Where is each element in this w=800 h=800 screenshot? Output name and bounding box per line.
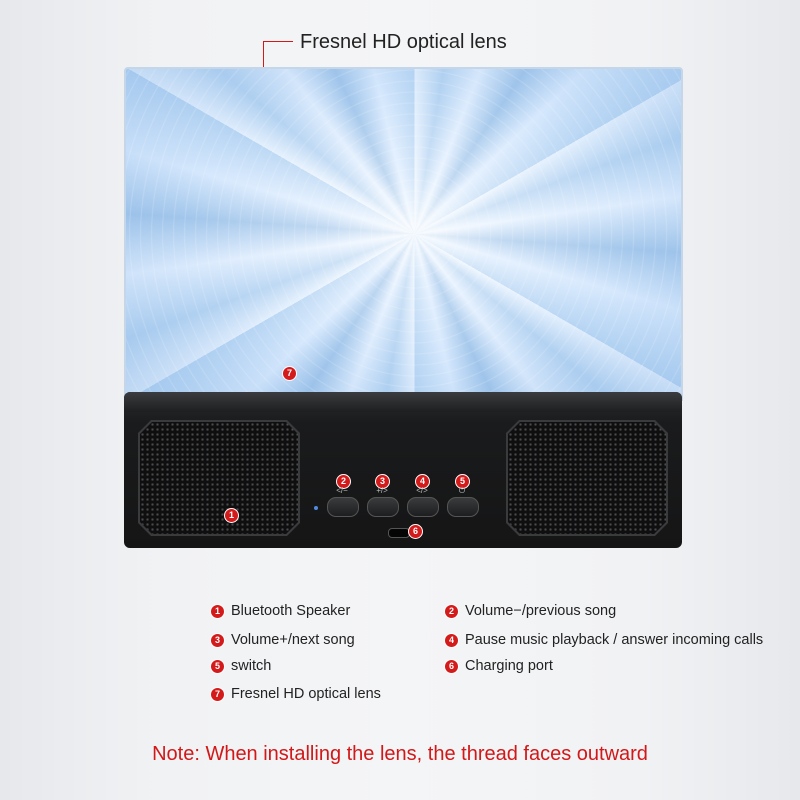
- legend-item-4: 4 Pause music playback / answer incoming …: [444, 632, 763, 648]
- legend-marker: 2: [444, 603, 459, 619]
- legend-item-6: 6 Charging port: [444, 658, 553, 674]
- installation-note: Note: When installing the lens, the thre…: [152, 743, 648, 765]
- right-speaker-grille: [508, 422, 666, 534]
- legend-marker: 1: [210, 603, 225, 619]
- fresnel-lens: [124, 67, 683, 401]
- legend-text: Volume+/next song: [231, 632, 355, 648]
- legend-marker: 7: [210, 686, 225, 702]
- legend-text: switch: [231, 658, 272, 674]
- legend-text: Bluetooth Speaker: [231, 603, 351, 619]
- base-top-edge: [124, 392, 682, 412]
- lens-rings: [126, 69, 681, 399]
- play-pause-button[interactable]: [407, 497, 439, 517]
- lens-glow: [126, 69, 681, 399]
- volume-up-button[interactable]: [367, 497, 399, 517]
- button-2-symbol: </−: [336, 486, 348, 495]
- marker-7: 7: [282, 366, 297, 381]
- header-label: Fresnel HD optical lens: [300, 31, 507, 53]
- marker-5: 5: [455, 474, 470, 489]
- legend-item-3: 3 Volume+/next song: [210, 632, 355, 648]
- button-4-symbol: </>: [416, 486, 428, 495]
- power-button[interactable]: [447, 497, 479, 517]
- power-icon: ⏻: [458, 486, 466, 495]
- legend-text: Charging port: [465, 658, 553, 674]
- legend-item-5: 5 switch: [210, 658, 271, 674]
- legend-text: Pause music playback / answer incoming c…: [465, 632, 764, 648]
- marker-6: 6: [408, 524, 423, 539]
- legend-text: Volume−/previous song: [465, 603, 617, 619]
- marker-2: 2: [336, 474, 351, 489]
- charging-port[interactable]: [388, 528, 410, 538]
- callout-line-horizontal: [263, 41, 293, 42]
- legend-item-1: 1 Bluetooth Speaker: [210, 603, 350, 619]
- marker-3: 3: [375, 474, 390, 489]
- legend-marker: 6: [444, 658, 459, 674]
- legend-text: Fresnel HD optical lens: [231, 686, 381, 702]
- volume-down-button[interactable]: [327, 497, 359, 517]
- legend-item-7: 7 Fresnel HD optical lens: [210, 686, 381, 702]
- legend-marker: 4: [444, 632, 459, 648]
- legend-item-2: 2 Volume−/previous song: [444, 603, 616, 619]
- marker-1: 1: [224, 508, 239, 523]
- left-speaker-grille: [140, 422, 298, 534]
- button-3-symbol: +/>: [376, 486, 388, 495]
- speaker-base: 1 2 </− 3 +/> 4 </> 5 ⏻ 6: [124, 392, 682, 548]
- legend-marker: 3: [210, 632, 225, 648]
- power-indicator-led: [314, 506, 318, 510]
- legend-marker: 5: [210, 658, 225, 674]
- marker-4: 4: [415, 474, 430, 489]
